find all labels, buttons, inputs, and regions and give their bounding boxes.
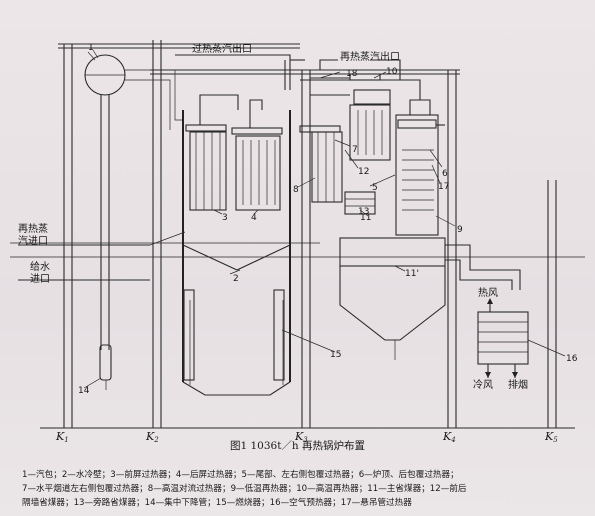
- leader-lines: [83, 49, 566, 389]
- number-label: 11: [360, 213, 371, 223]
- feedwater-inlet-label-2: 进口: [30, 273, 50, 285]
- column-label-k1: K1: [55, 430, 69, 444]
- building-columns: [10, 40, 585, 429]
- economizer-hopper: [339, 237, 521, 360]
- feedwater-inlet-label-1: 给水: [30, 260, 50, 273]
- column-labels: K1 K2 K3 K4 K5: [55, 430, 558, 444]
- number-label: 10: [386, 67, 398, 77]
- platen-superheaters: [185, 94, 283, 211]
- steam-drum: [84, 51, 126, 96]
- number-label: 7: [352, 145, 358, 155]
- furnace-water-wall: [182, 110, 291, 396]
- number-label: 4: [251, 213, 257, 223]
- reheat-steam-inlet-label-2: 汽进口: [18, 234, 48, 247]
- reheat-steam-inlet-label-1: 再热蒸: [18, 222, 48, 235]
- legend-line-1: 1—汽包；2—水冷壁；3—前屏过热器；4—后屏过热器；5—尾部、左右侧包覆过热器…: [22, 470, 459, 480]
- number-label: 11': [405, 269, 419, 279]
- outlet-piping: [175, 54, 401, 96]
- column-label-k2: K2: [145, 430, 159, 444]
- number-label: 5: [372, 183, 378, 193]
- rear-pass: [300, 79, 445, 236]
- flue-gas-label: 排烟: [508, 378, 528, 391]
- legend-line-2: 7—水平烟道左右侧包覆过热器；8—高温对流过热器；9—低温再热器；10—高温再热…: [22, 484, 467, 494]
- number-label: 2: [233, 274, 239, 284]
- convection-pass: [299, 89, 391, 215]
- superheated-steam-outlet-label: 过热蒸汽出口: [192, 42, 252, 55]
- hot-air-label: 热风: [478, 286, 498, 299]
- figure-caption: 图1 1036t／h 再热锅炉布置: [229, 440, 366, 452]
- legend-line-3: 隔墙省煤器；13—旁路省煤器；14—集中下降管；15—燃烧器；16—空气预热器；…: [22, 498, 412, 508]
- number-label: 13: [358, 207, 369, 217]
- number-label: 1: [88, 43, 94, 53]
- reheat-steam-outlet-label: 再热蒸汽出口: [340, 50, 400, 63]
- number-label: 18: [346, 69, 358, 79]
- column-label-k3: K3: [294, 430, 308, 444]
- number-label: 8: [293, 185, 299, 195]
- number-label: 17: [438, 182, 449, 192]
- number-label: 9: [457, 225, 463, 235]
- column-label-k4: K4: [442, 430, 456, 444]
- air-preheater: [477, 298, 529, 378]
- inlet-pipes: [18, 231, 186, 281]
- number-label: 3: [222, 213, 228, 223]
- number-label: 16: [566, 354, 578, 364]
- number-label: 6: [442, 169, 448, 179]
- number-label: 15: [330, 350, 341, 360]
- central-downcomer: [99, 95, 112, 390]
- component-numbers: 1 2 3 4 5 6 7 8 9 10 11 11' 12 13 14 15 …: [78, 43, 578, 396]
- column-label-k5: K5: [544, 430, 558, 444]
- diagram-labels: 过热蒸汽出口 再热蒸汽出口 再热蒸 汽进口 给水 进口 热风 冷风 排烟: [18, 42, 528, 391]
- number-label: 14: [78, 386, 90, 396]
- cold-air-label: 冷风: [473, 378, 493, 391]
- number-label: 12: [358, 167, 369, 177]
